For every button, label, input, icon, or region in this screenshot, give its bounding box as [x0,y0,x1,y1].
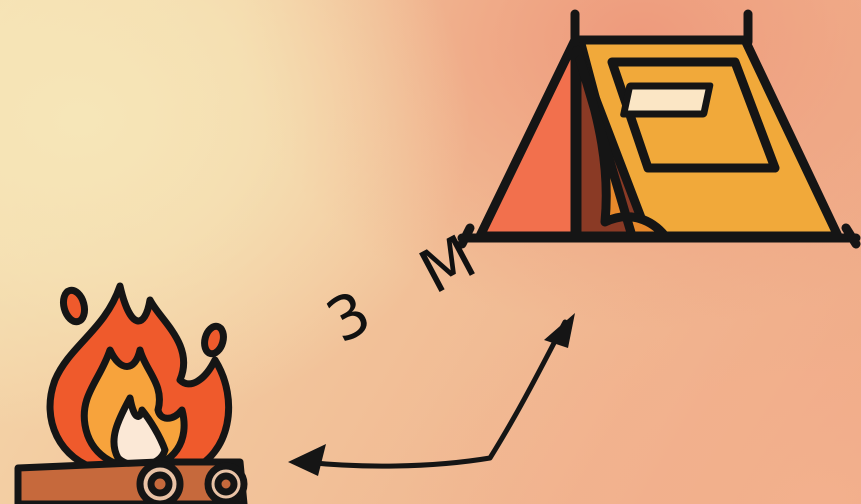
tent-icon [462,14,856,244]
arrowhead-left-icon [288,444,326,476]
arrowhead-right-icon [544,313,575,348]
campfire-icon [18,286,244,504]
